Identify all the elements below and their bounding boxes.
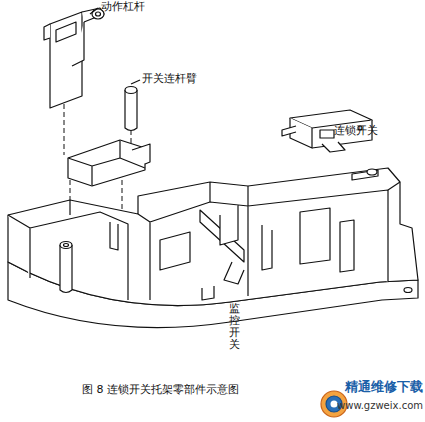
watermark-url: www.gzweix.com (337, 400, 423, 412)
leader-line (131, 80, 140, 84)
action-lever (44, 8, 104, 108)
part-label: 动作杠杆 (101, 1, 145, 14)
switch-bracket (8, 168, 418, 328)
part-label: 连锁开关 (334, 125, 378, 138)
watermark-text: 精通维修下载 (345, 380, 423, 395)
part-label: 监控开关 (229, 303, 240, 351)
figure-caption: 图 8 连锁开关托架零部件示意图 (80, 384, 241, 397)
switch-link-arm (68, 87, 150, 187)
part-label: 开关连杆臂 (142, 73, 197, 86)
leader-line (90, 8, 98, 14)
